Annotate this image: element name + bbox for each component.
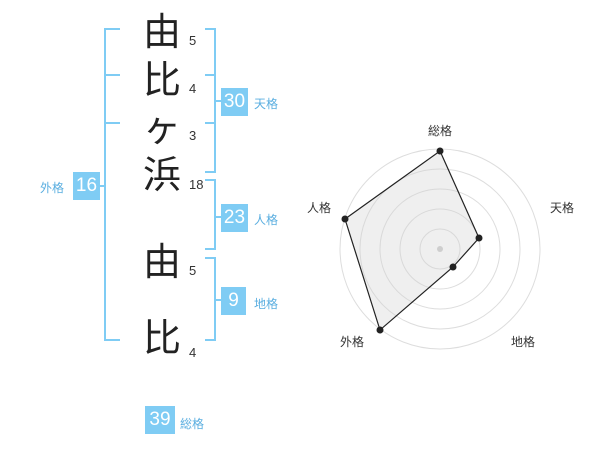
name-char-2: 比: [142, 58, 181, 102]
jinkaku-bracket: [205, 179, 216, 250]
stroke-count-5: 5: [189, 263, 197, 278]
jinkaku-value: 23: [221, 204, 248, 232]
stroke-count-2: 4: [189, 81, 197, 96]
name-char-1: 由: [142, 10, 181, 54]
radar-point-chikaku: [449, 263, 457, 271]
radar-center: [437, 246, 443, 252]
name-char-4: 浜: [142, 153, 181, 197]
gaikaku-label: 外格: [40, 181, 65, 195]
radar-point-tenkaku: [475, 234, 483, 242]
gaikaku-value: 16: [73, 172, 100, 200]
radar-label-top: 総格: [428, 123, 452, 138]
name-char-3: ヶ: [142, 106, 181, 150]
stroke-count-6: 4: [189, 345, 197, 360]
radar-label-bottom-left: 外格: [340, 334, 364, 349]
name-char-6: 比: [142, 316, 181, 360]
stroke-count-4: 18: [189, 177, 204, 192]
radar-point-jinkaku: [341, 215, 349, 223]
chikaku-label: 地格: [254, 297, 279, 311]
radar-point-gaikaku: [376, 326, 384, 334]
stroke-count-3: 3: [189, 128, 197, 143]
radar-point-soukaku: [436, 147, 444, 155]
chikaku-value: 9: [221, 287, 246, 315]
jinkaku-label: 人格: [254, 213, 279, 227]
tenkaku-label: 天格: [254, 97, 279, 111]
name-char-5: 由: [142, 240, 181, 284]
radar-shape: [344, 150, 480, 332]
radar-label-left: 人格: [307, 200, 331, 215]
radar-label-bottom-right: 地格: [511, 334, 535, 349]
soukaku-label: 総格: [180, 417, 205, 431]
gaikaku-bracket: [104, 28, 120, 341]
tenkaku-value: 30: [221, 88, 248, 116]
stroke-count-1: 5: [189, 33, 197, 48]
radar-label-right: 天格: [550, 200, 574, 215]
soukaku-value: 39: [145, 406, 175, 434]
